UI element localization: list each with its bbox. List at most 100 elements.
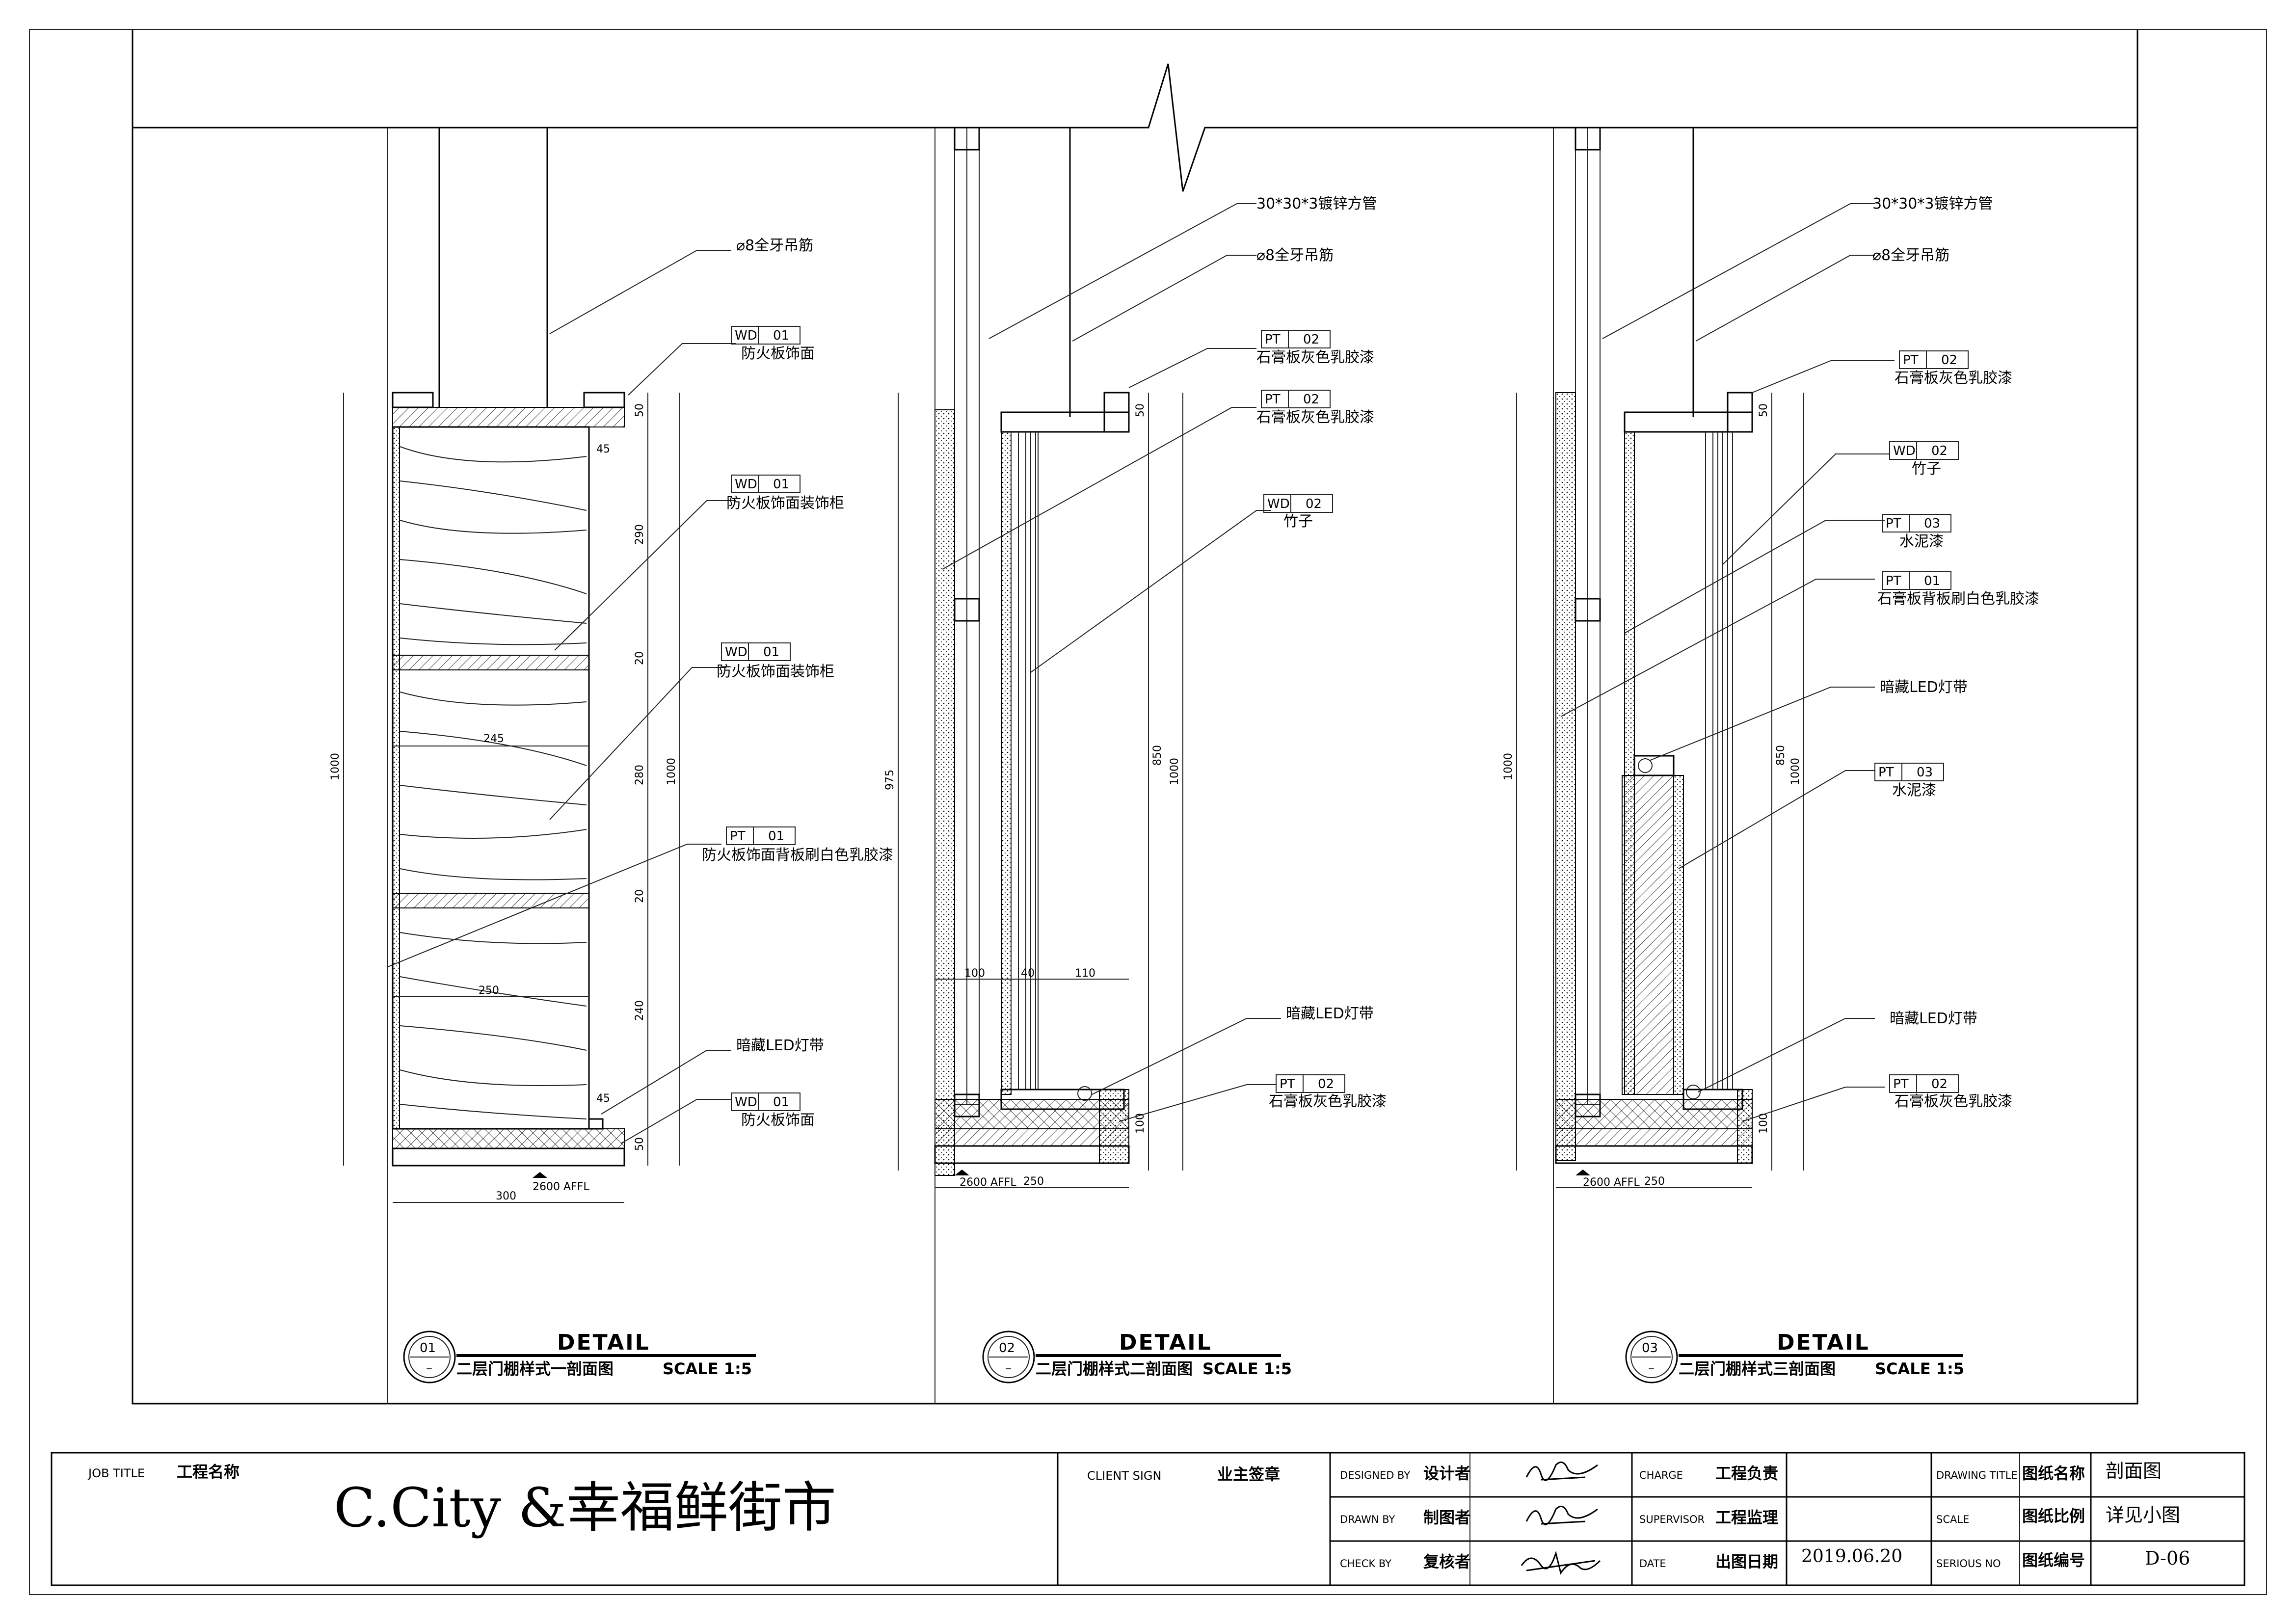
detail-title-03: 03 – DETAIL 二层门棚样式三剖面图 SCALE 1:5 — [1625, 1330, 1964, 1384]
dim-text: 45 — [596, 1092, 610, 1105]
level-text: 2600 AFFL — [1583, 1176, 1640, 1189]
tag-code: PT — [1878, 765, 1894, 780]
signature-drafter — [1525, 1505, 1598, 1525]
callout-text: 暗藏LED灯带 — [736, 1037, 824, 1054]
top-cap — [583, 392, 625, 408]
serious-no-cn: 图纸编号 — [2022, 1551, 2085, 1570]
view-frame-top — [132, 29, 2138, 1405]
callout-text: 竹子 — [1283, 513, 1313, 530]
dim-text: 290 — [634, 524, 646, 545]
tag-number: 01 — [1924, 574, 1940, 588]
dim-text: 45 — [596, 443, 610, 455]
top-frame — [1000, 411, 1130, 433]
dim-text: 1000 — [666, 758, 678, 785]
side-board — [934, 409, 955, 1176]
dim-text: 850 — [1775, 745, 1787, 766]
bottom-finish — [1555, 1128, 1753, 1146]
tag-number: 01 — [773, 477, 789, 492]
scale-label: SCALE — [1936, 1514, 1969, 1525]
dim-text: 1000 — [1789, 758, 1802, 785]
detail-subtitle: 二层门棚样式三剖面图 — [1679, 1359, 1836, 1378]
level-text: 2600 AFFL — [533, 1181, 589, 1193]
bottom-base — [934, 1145, 1130, 1164]
dim-text: 110 — [1075, 967, 1095, 980]
detail-title: DETAIL — [557, 1330, 650, 1355]
bamboo — [1705, 432, 1733, 1090]
tag-number: 01 — [773, 328, 789, 343]
detail-subtitle: 二层门棚样式二剖面图 — [1036, 1359, 1193, 1378]
callout-text: 防火板饰面装饰柜 — [726, 495, 844, 512]
callout-text: ⌀8全牙吊筋 — [736, 237, 813, 254]
leader-lines — [942, 203, 1281, 1122]
charge-label: CHARGE — [1639, 1469, 1683, 1481]
detail-03: 1000 50 850 1000 100 250 2600 AFFL 30*30… — [1502, 127, 2039, 1189]
callout-text: 竹子 — [1912, 460, 1941, 478]
scale-cn: 图纸比例 — [2022, 1507, 2085, 1525]
leader-lines — [1560, 203, 1895, 1122]
tag-number: 02 — [1931, 444, 1948, 458]
dim-text: 300 — [496, 1190, 516, 1202]
tag-code: WD — [735, 328, 757, 343]
tag-code: WD — [735, 1095, 757, 1110]
detail-bubble — [403, 1331, 456, 1384]
dim-text: 50 — [634, 403, 646, 417]
bubble-dash: – — [426, 1361, 432, 1376]
tag-code: PT — [1886, 516, 1901, 531]
callout-text: 30*30*3镀锌方管 — [1872, 195, 1993, 213]
tag-code: PT — [730, 829, 746, 844]
dim-text: 100 — [1758, 1113, 1770, 1134]
dim-text: 245 — [483, 733, 504, 745]
charge-cn: 工程负责 — [1715, 1464, 1778, 1483]
detail-number: 01 — [420, 1341, 436, 1356]
callout-text: 防火板饰面 — [741, 1112, 815, 1129]
callout-text: ⌀8全牙吊筋 — [1256, 247, 1334, 264]
material-tag — [1889, 441, 1959, 460]
callout-text: 暗藏LED灯带 — [1890, 1010, 1977, 1027]
signature-designer — [1525, 1461, 1598, 1481]
wood-grain — [400, 446, 587, 1119]
material-tag — [1263, 494, 1333, 513]
scale-value: 详见小图 — [2106, 1504, 2180, 1526]
material-tag — [1874, 763, 1944, 781]
detail-number: 03 — [1642, 1341, 1658, 1356]
dim-text: 50 — [634, 1137, 646, 1151]
detail-scale: SCALE 1:5 — [663, 1359, 752, 1378]
detail-scale: SCALE 1:5 — [1875, 1359, 1964, 1378]
bamboo — [1011, 432, 1039, 1090]
serious-no-label: SERIOUS NO — [1936, 1558, 2001, 1570]
tube-section — [1575, 127, 1601, 151]
bottom-board — [1555, 1099, 1753, 1129]
material-tag — [1882, 514, 1951, 532]
tag-number: 01 — [768, 829, 784, 844]
tag-code: WD — [1893, 444, 1916, 458]
tag-code: PT — [1903, 353, 1919, 368]
dim-text: 250 — [1644, 1175, 1665, 1188]
callout-text: 石膏板灰色乳胶漆 — [1895, 370, 2012, 387]
dim-text: 975 — [884, 770, 896, 790]
break-line — [133, 63, 2137, 192]
material-tag — [1899, 350, 1969, 369]
drawing-title-label: DRAWING TITLE — [1936, 1469, 2018, 1481]
bubble-dash: – — [1648, 1361, 1655, 1376]
callout-text: 水泥漆 — [1892, 782, 1936, 799]
detail-bubble-inner — [408, 1336, 451, 1378]
dim-text: 1000 — [329, 753, 342, 780]
material-tag — [731, 1092, 801, 1111]
client-sign-label: CLIENT SIGN — [1087, 1469, 1161, 1483]
tag-number: 02 — [1303, 332, 1319, 347]
detail-title: DETAIL — [1119, 1330, 1212, 1355]
tag-number: 03 — [1924, 516, 1940, 531]
job-title-label: JOB TITLE — [87, 1466, 145, 1480]
top-cap — [392, 392, 434, 408]
tag-code: WD — [735, 477, 757, 492]
callout-text: 30*30*3镀锌方管 — [1256, 195, 1377, 213]
material-tag — [1882, 571, 1951, 590]
top-cap — [1103, 392, 1130, 433]
tag-number: 02 — [1306, 497, 1322, 511]
material-tag — [731, 326, 801, 345]
material-tag — [1261, 330, 1331, 348]
tag-code: PT — [1265, 392, 1281, 407]
designed-by-cn: 设计者 — [1423, 1464, 1470, 1483]
leader-lines — [387, 250, 736, 1144]
tag-number: 02 — [1303, 392, 1319, 407]
